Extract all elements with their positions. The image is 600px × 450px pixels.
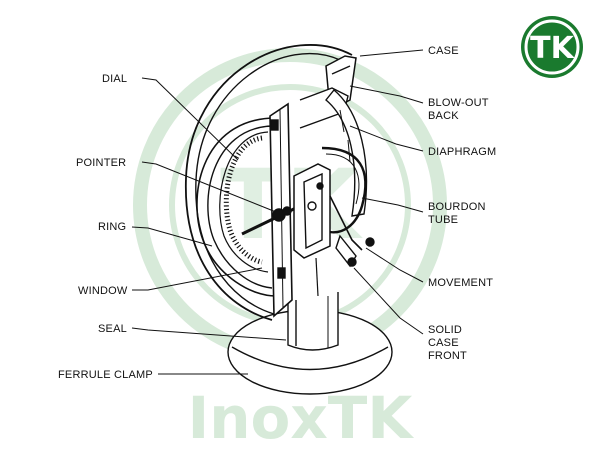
movement-mechanism: [293, 163, 375, 297]
case-front-clip-bottom: [277, 267, 286, 279]
label-diaphragm: DIAPHRAGM: [428, 146, 496, 158]
label-case: CASE: [428, 45, 459, 57]
leader-seal: [131, 327, 287, 341]
case-outer-shell: [185, 44, 353, 321]
front-ring-ellipse: [196, 117, 277, 297]
blowout-edge: [331, 65, 351, 75]
movement-gear: [316, 182, 324, 190]
leader-blowout-back: [349, 85, 424, 104]
logo-inner-ring: [524, 19, 580, 75]
label-ferrule-clamp: FERRULE CLAMP: [58, 369, 153, 381]
window-ellipse: [207, 125, 273, 289]
movement-link: [329, 195, 363, 251]
gauge-illustration: [185, 44, 393, 395]
label-pointer: POINTER: [76, 157, 126, 169]
label-bourdon-tube-line2: TUBE: [428, 214, 458, 226]
leader-bourdon-tube: [361, 197, 424, 213]
label-seal: SEAL: [98, 323, 127, 335]
movement-pivot: [307, 201, 317, 211]
labels-left: DIAL POINTER RING WINDOW SEAL FERRULE CL…: [58, 73, 153, 381]
leader-dial: [141, 77, 239, 161]
dial-face: [219, 131, 269, 273]
label-ring: RING: [98, 221, 126, 233]
logo-circle: [521, 16, 583, 78]
diaphragm-detail: [339, 109, 351, 163]
pointer-hub-2: [282, 206, 292, 216]
labels-right: CASE BLOW-OUT BACK DIAPHRAGM BOURDON TUB…: [428, 45, 496, 362]
label-movement: MOVEMENT: [428, 277, 493, 289]
label-window: WINDOW: [78, 285, 128, 297]
watermark-text: InoxTK: [188, 384, 415, 450]
leader-movement: [365, 247, 424, 283]
movement-adjuster: [365, 237, 375, 247]
logo-text: TK: [530, 31, 575, 66]
leader-diaphragm: [349, 125, 424, 152]
movement-screw: [347, 257, 357, 267]
label-blowout-back-line2: BACK: [428, 110, 459, 122]
case-front-clip-top: [270, 119, 279, 131]
leader-ring: [131, 226, 213, 247]
ferrule-clamp-rim: [231, 346, 389, 371]
movement-plate-inner: [303, 172, 323, 250]
leader-solid-case-front: [353, 267, 424, 335]
label-solid-case-front-line3: FRONT: [428, 350, 467, 362]
leader-case: [359, 49, 424, 57]
leader-pointer: [141, 161, 277, 213]
label-blowout-back-line1: BLOW-OUT: [428, 97, 489, 109]
bourdon-tube: [321, 146, 367, 234]
label-dial: DIAL: [102, 73, 127, 85]
label-bourdon-tube-line1: BOURDON: [428, 201, 486, 213]
logo: TK: [521, 16, 583, 78]
leader-window: [132, 267, 263, 291]
bourdon-tube-inner: [325, 153, 360, 205]
label-solid-case-front-line2: CASE: [428, 337, 459, 349]
leader-lines: [131, 49, 424, 375]
socket-stem: [287, 292, 339, 351]
label-solid-case-front-line1: SOLID: [428, 324, 462, 336]
movement-socket-link: [315, 257, 319, 297]
